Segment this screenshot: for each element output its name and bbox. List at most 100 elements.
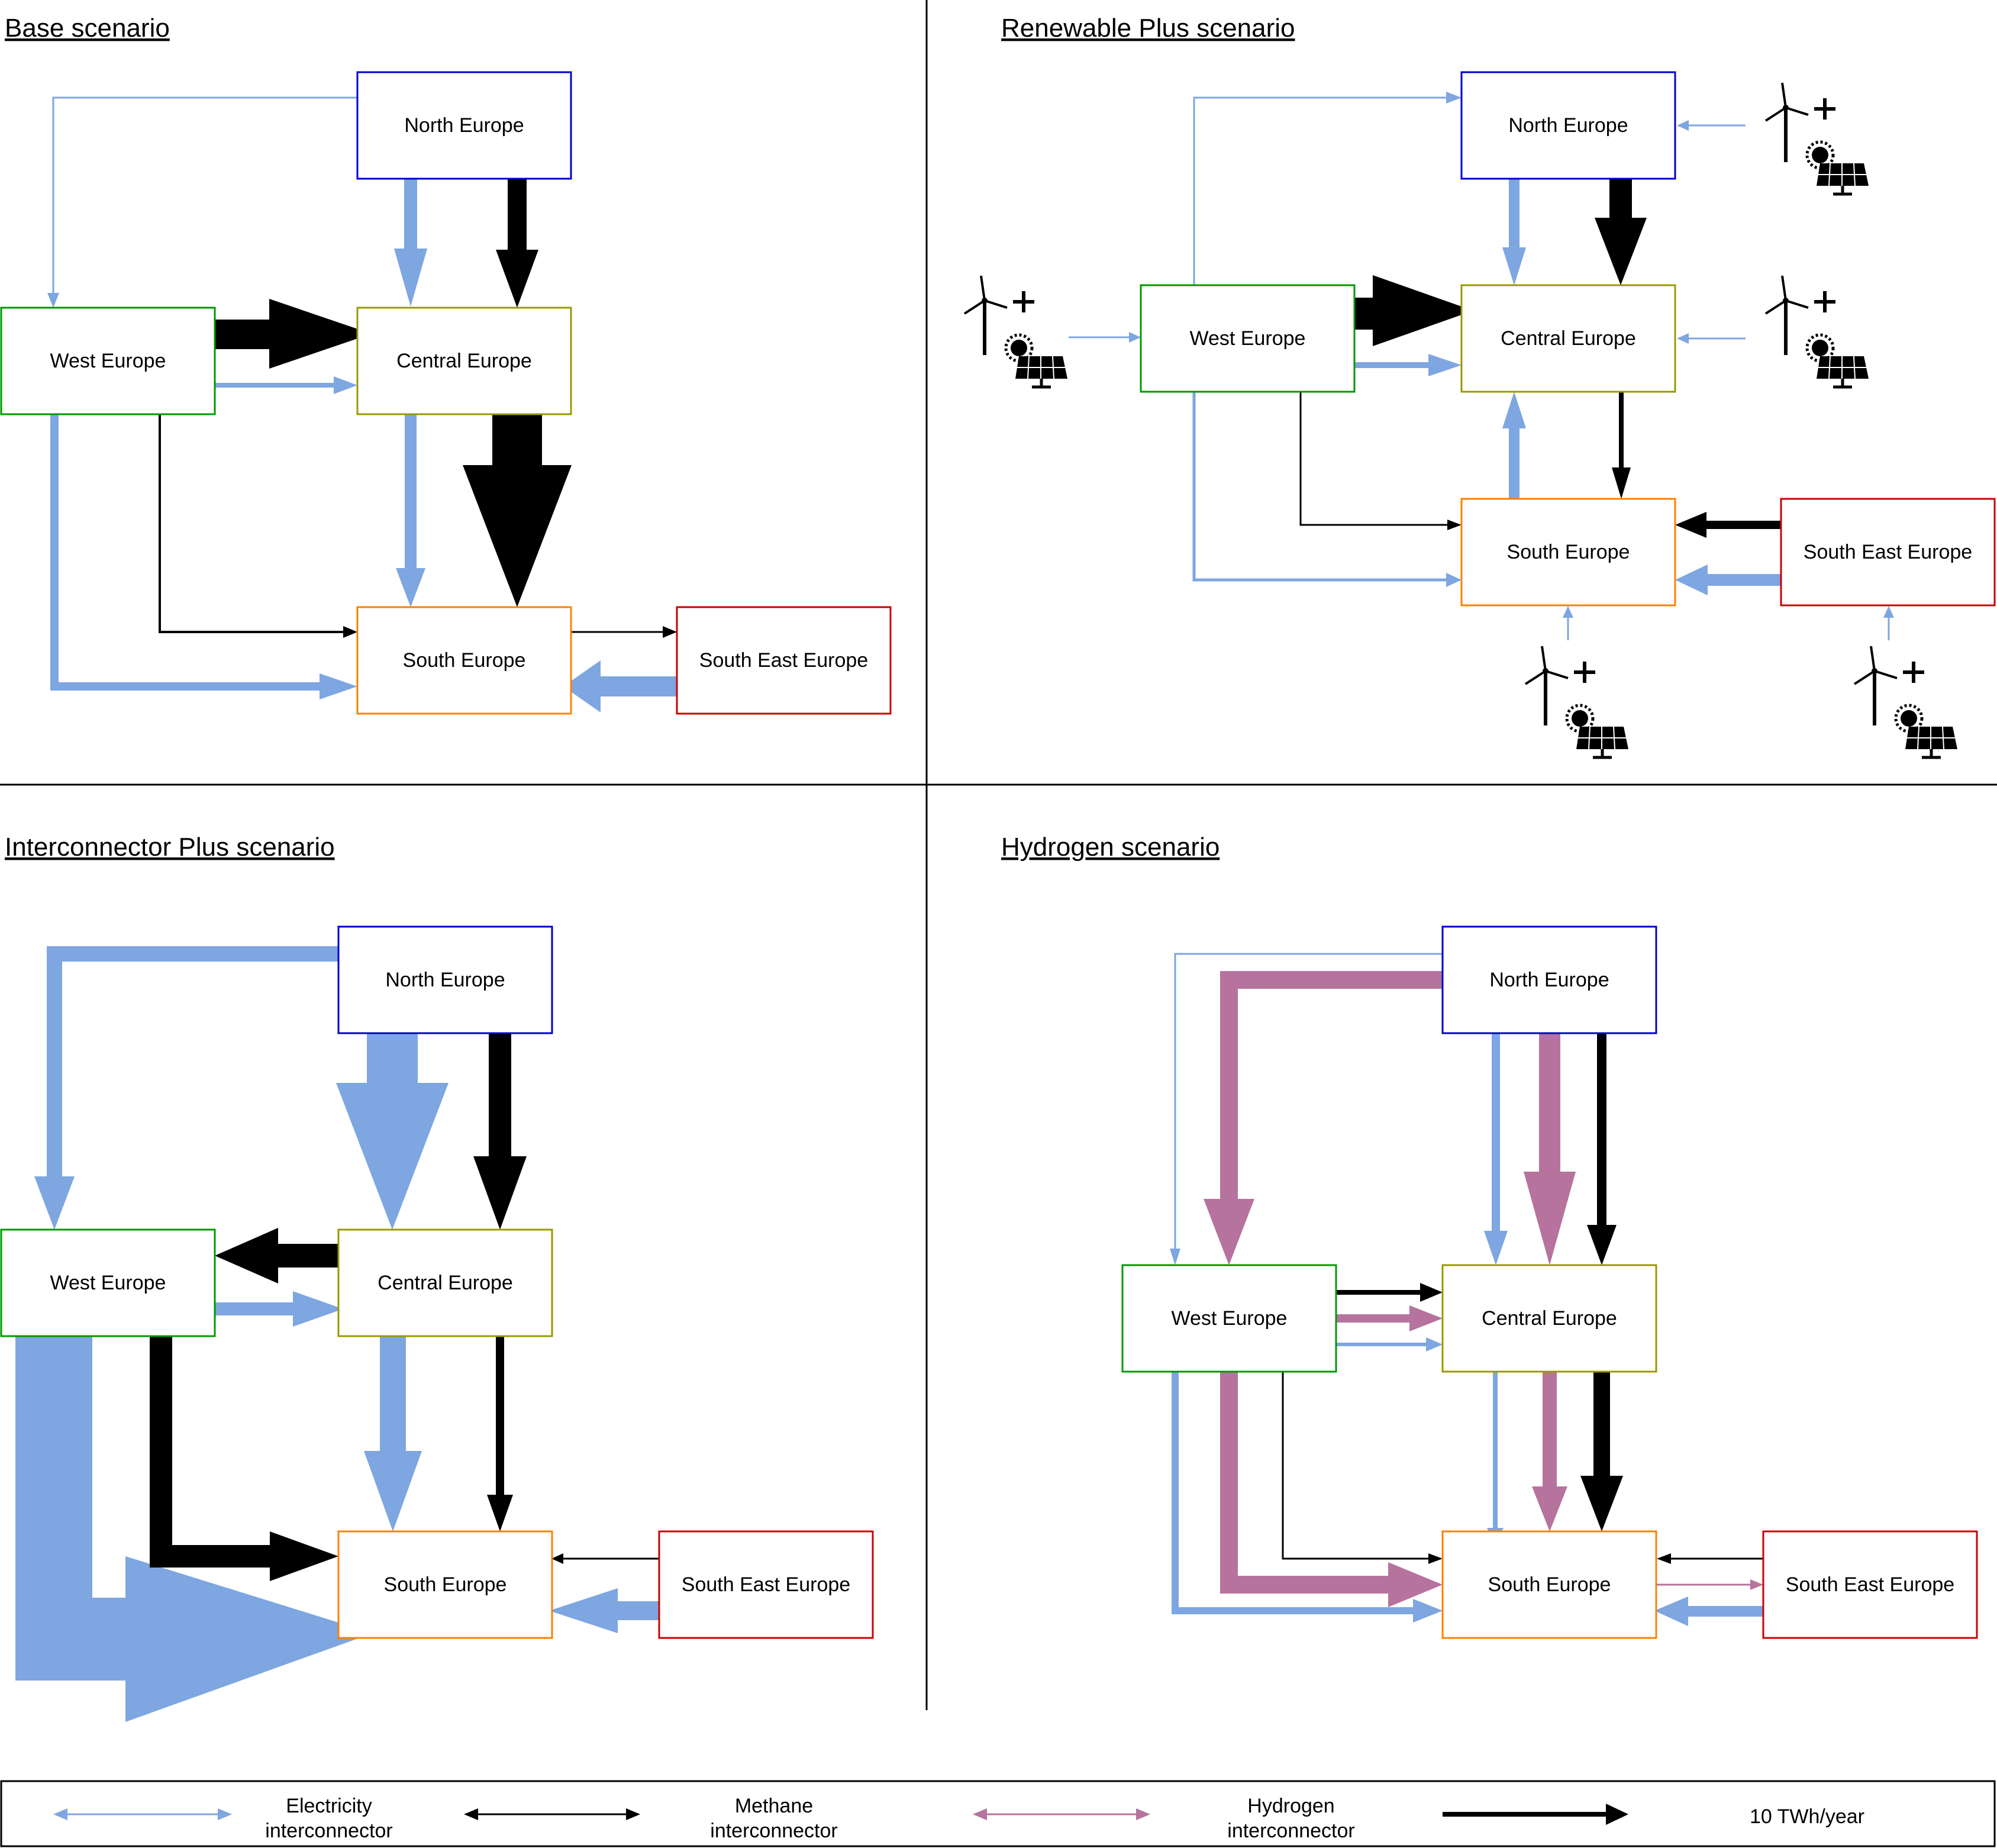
arrowhead — [1446, 92, 1462, 104]
arrowhead — [626, 1808, 640, 1820]
arrowhead — [1563, 606, 1573, 618]
arrowhead — [1675, 565, 1708, 595]
node-west-europe: West Europe — [0, 307, 216, 415]
electricity-flow-north-central — [404, 179, 417, 250]
arrowhead — [1524, 1172, 1576, 1265]
arrowhead — [1204, 1199, 1254, 1265]
arrowhead — [364, 1451, 422, 1531]
node-central-europe: Central Europe — [1441, 1264, 1657, 1373]
arrowhead — [1606, 1804, 1628, 1825]
hydrogen-flow-north-west — [1220, 971, 1443, 1201]
panel-title: Hydrogen scenario — [1001, 833, 1220, 862]
arrowhead — [1657, 1553, 1671, 1564]
legend: Electricity interconnector Methane inter… — [0, 1780, 1996, 1847]
methane-flow-north-central — [1597, 1033, 1606, 1226]
arrowhead — [1373, 275, 1473, 346]
arrowhead — [1883, 606, 1894, 618]
legend-methane-label: interconnector — [710, 1820, 837, 1842]
arrowhead — [1170, 1249, 1180, 1265]
arrowhead — [343, 626, 357, 638]
wind-solar-icon — [1766, 83, 1869, 194]
node-south-east-europe: South East Europe — [658, 1530, 874, 1639]
arrowhead — [1129, 332, 1141, 343]
svg-text:North Europe: North Europe — [1489, 969, 1609, 991]
arrowhead — [1136, 1808, 1150, 1820]
node-south-europe: South Europe — [356, 606, 572, 715]
arrowhead — [1587, 1225, 1617, 1265]
panel-hydrogen: Hydrogen scenario — [1001, 833, 1978, 1639]
electricity-flow-southeast-south — [615, 1601, 660, 1620]
arrowhead — [1446, 573, 1462, 587]
arrowhead — [1420, 1283, 1443, 1302]
legend-methane-label: Methane — [735, 1795, 813, 1817]
svg-text:South East Europe: South East Europe — [1786, 1573, 1954, 1596]
svg-text:North Europe: North Europe — [1508, 114, 1628, 137]
arrowhead — [293, 1291, 343, 1327]
node-south-east-europe: South East Europe — [1762, 1530, 1978, 1639]
svg-text:South East Europe: South East Europe — [1804, 541, 1972, 563]
arrowhead — [1677, 333, 1689, 344]
arrowhead — [1388, 1562, 1443, 1607]
node-central-europe: Central Europe — [356, 307, 572, 415]
panel-interconnector-plus: Interconnector Plus scenario North Europ… — [0, 833, 874, 1722]
electricity-flow-central-south — [380, 1336, 406, 1452]
svg-text:North Europe: North Europe — [404, 114, 524, 137]
arrowhead — [1428, 1553, 1443, 1564]
node-west-europe: West Europe — [0, 1228, 216, 1337]
electricity-flow-central-south — [1493, 1372, 1498, 1529]
arrowhead — [269, 299, 372, 369]
svg-text:West Europe: West Europe — [1190, 327, 1306, 350]
svg-text:West Europe: West Europe — [50, 350, 166, 372]
svg-text:South East Europe: South East Europe — [682, 1573, 850, 1596]
electricity-flow-west-south — [1172, 1372, 1415, 1614]
node-north-europe: North Europe — [337, 925, 553, 1034]
methane-flow-west-central — [215, 320, 271, 349]
arrowhead — [396, 568, 425, 607]
arrowhead — [1447, 520, 1462, 530]
methane-flow-west-south — [159, 414, 346, 633]
svg-text:West Europe: West Europe — [1172, 1307, 1288, 1330]
methane-flow-north-central — [508, 179, 527, 251]
electricity-flow-west-south — [1192, 392, 1447, 582]
methane-flow-central-south — [1593, 1372, 1610, 1477]
electricity-flow-southeast-south — [598, 676, 678, 696]
node-south-east-europe: South East Europe — [1780, 498, 1996, 607]
arrowhead — [1484, 1231, 1508, 1265]
electricity-flow-west-north — [1193, 96, 1447, 285]
node-north-europe: North Europe — [356, 71, 572, 180]
node-south-europe: South Europe — [337, 1530, 553, 1639]
electricity-flow-north-central — [1492, 1033, 1500, 1232]
electricity-flow-north-central — [1509, 179, 1519, 249]
arrowhead — [1654, 1597, 1688, 1626]
panel-title: Renewable Plus scenario — [1001, 14, 1295, 43]
arrowhead — [394, 249, 427, 307]
svg-text:North Europe: North Europe — [385, 969, 505, 991]
electricity-flow-north-west — [47, 946, 338, 1178]
node-north-europe: North Europe — [1460, 71, 1676, 180]
node-south-europe: South Europe — [1441, 1530, 1657, 1639]
panel-title: Interconnector Plus scenario — [5, 833, 335, 862]
wind-solar-icon — [1525, 646, 1628, 757]
methane-flow-central-south — [1619, 392, 1624, 469]
arrowhead — [53, 1808, 67, 1820]
arrowhead — [663, 626, 677, 638]
node-south-east-europe: South East Europe — [676, 606, 892, 715]
arrowhead — [496, 250, 538, 308]
node-west-europe: West Europe — [1121, 1264, 1337, 1373]
arrowhead — [334, 376, 357, 394]
electricity-flow-south-central — [1509, 426, 1519, 498]
arrowhead — [1580, 1476, 1623, 1531]
arrowhead — [1612, 467, 1631, 499]
hydrogen-flow-west-south — [1220, 1372, 1391, 1594]
arrowhead — [1675, 512, 1706, 538]
arrowhead — [1677, 120, 1689, 131]
methane-flow-west-south — [1282, 1372, 1430, 1560]
arrowhead — [551, 1553, 563, 1564]
arrowhead — [1413, 1599, 1443, 1623]
arrowhead — [463, 465, 572, 607]
legend-electricity-label: Electricity — [286, 1795, 372, 1817]
arrowhead — [563, 660, 601, 712]
svg-text:South East Europe: South East Europe — [699, 649, 868, 672]
node-south-europe: South Europe — [1460, 498, 1676, 607]
svg-text:South Europe: South Europe — [1507, 541, 1630, 563]
